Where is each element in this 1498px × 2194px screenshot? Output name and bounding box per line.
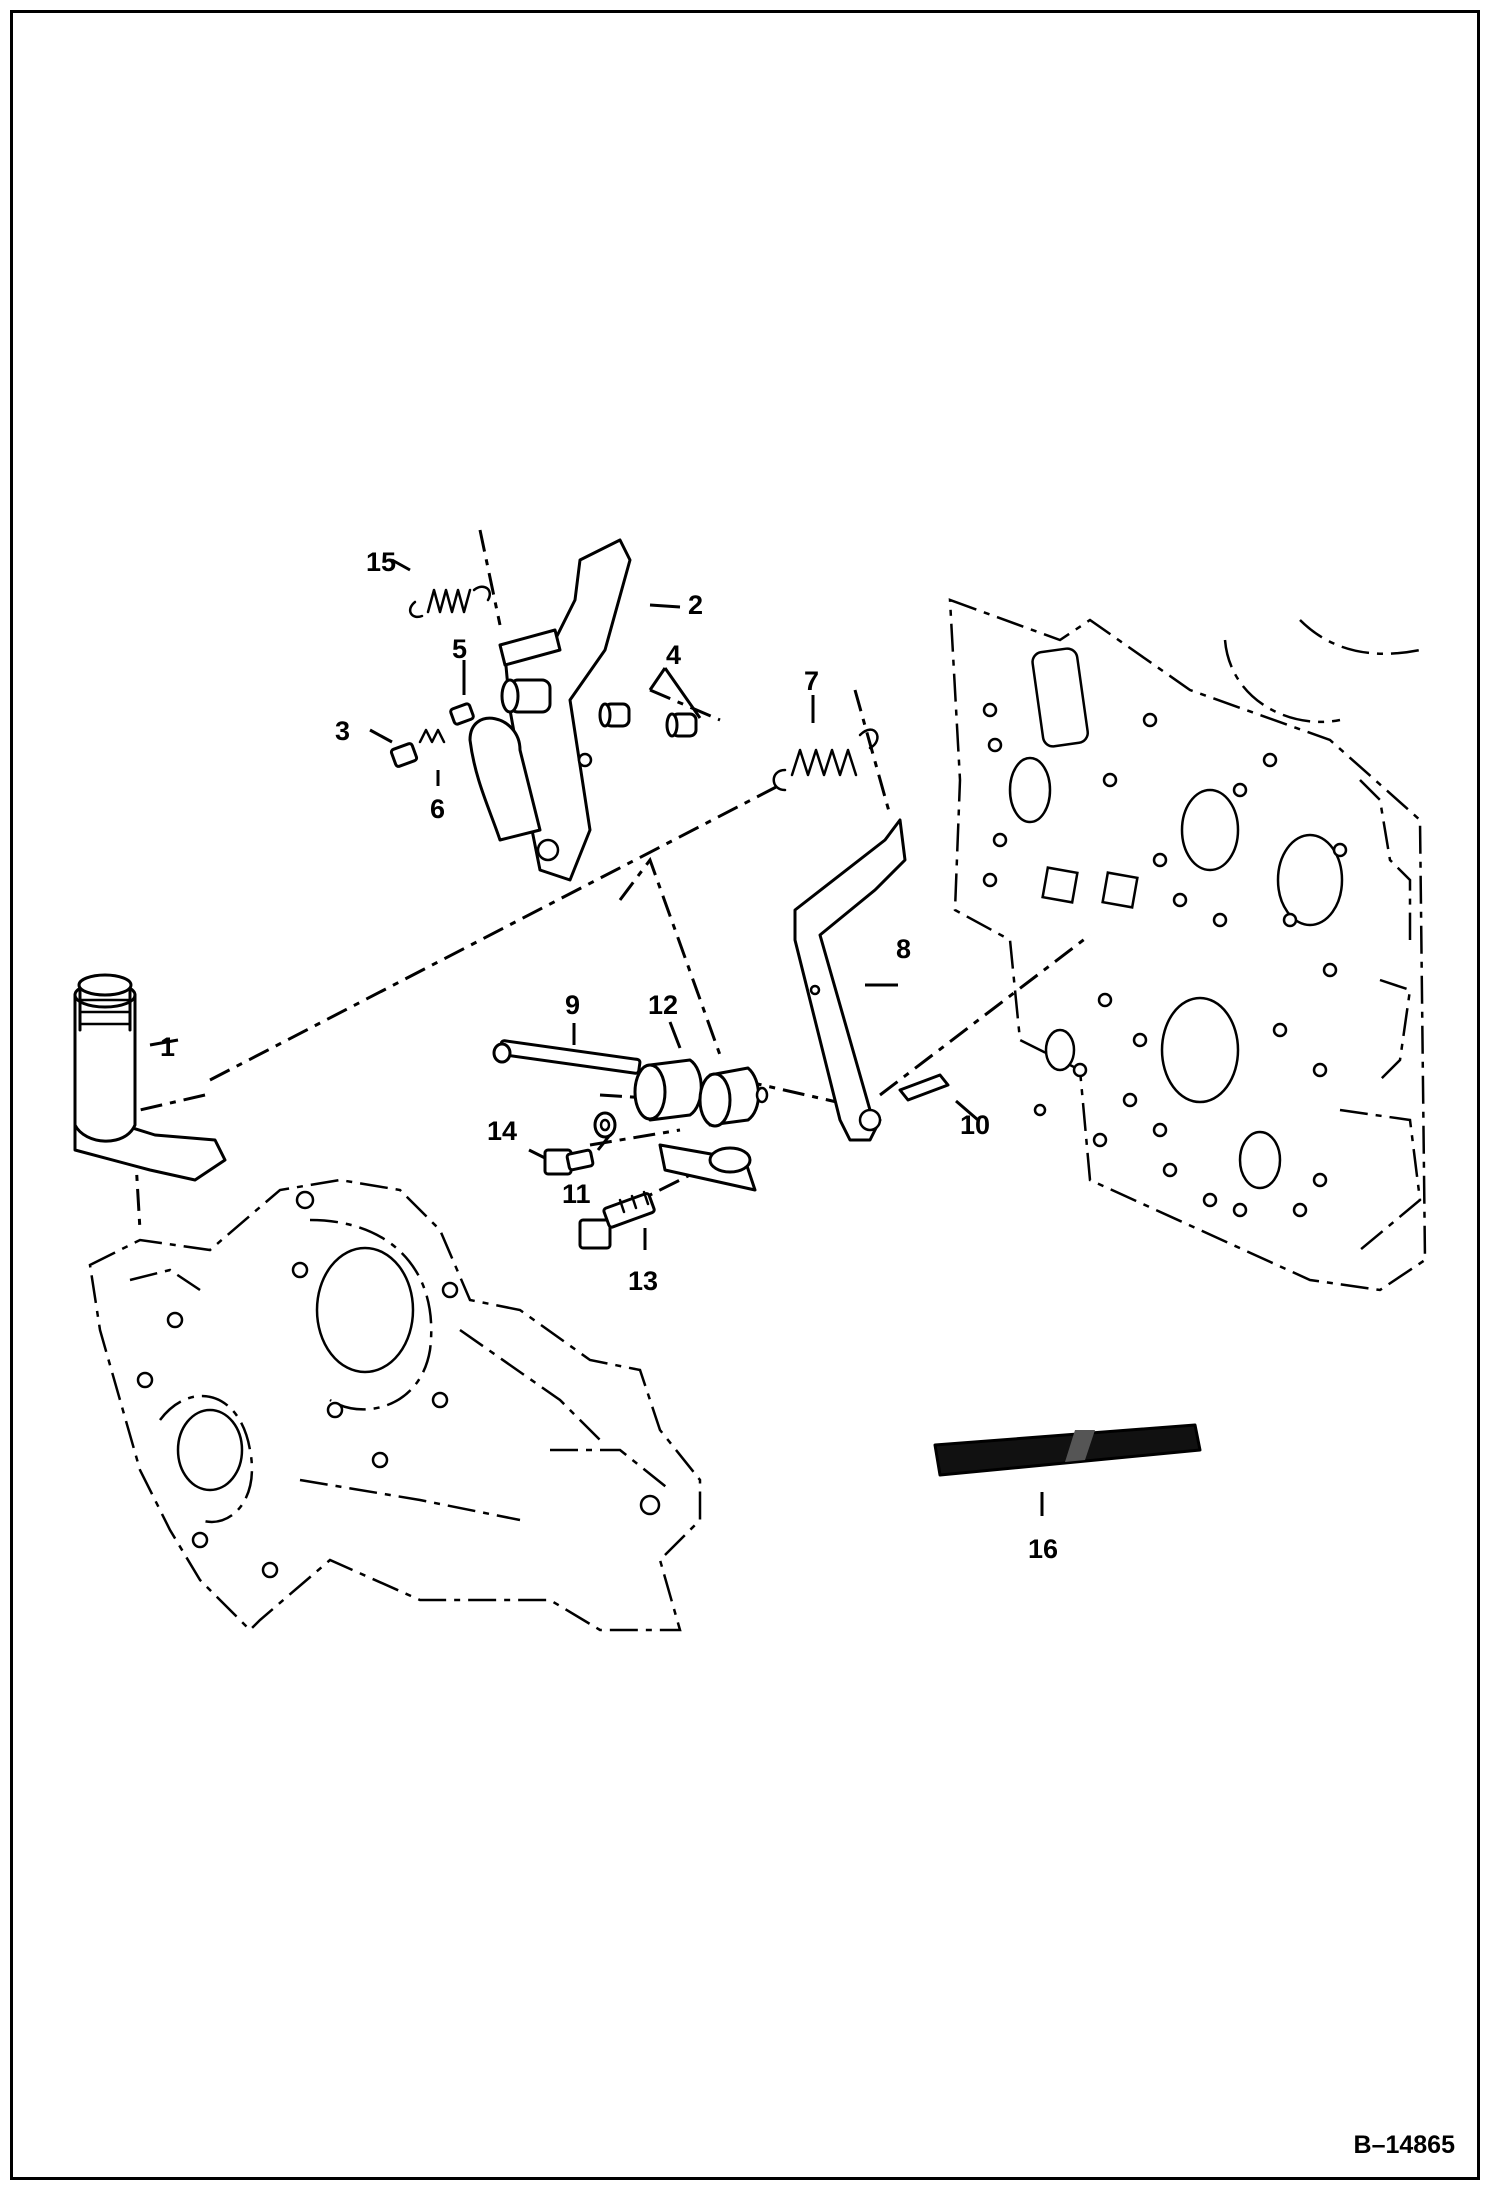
- part-4-screws: [598, 702, 698, 738]
- callout-1: 1: [160, 1032, 175, 1062]
- part-14-bolt: [543, 1148, 595, 1176]
- gear-case-outline: [88, 1178, 702, 1632]
- callout-labels: 1 2 3 4 5 6 7 8 9 10 11 12 13 14 15 16: [160, 547, 1058, 1564]
- part-6-spring-small: [418, 728, 446, 744]
- callout-12: 12: [648, 990, 678, 1020]
- callout-2: 2: [688, 590, 703, 620]
- callout-4: 4: [666, 640, 681, 670]
- part-10-pin: [898, 1073, 950, 1102]
- part-1-lever-shaft: [73, 973, 227, 1182]
- part-7-spring: [772, 728, 879, 792]
- part-5-pin: [449, 702, 475, 726]
- callout-9: 9: [565, 990, 580, 1020]
- gear-case-bolt-holes: [136, 1190, 661, 1579]
- part-15-spring: [408, 585, 491, 619]
- callout-7: 7: [804, 666, 819, 696]
- engine-bolt-holes: [982, 702, 1348, 1218]
- part-3-set-screw: [389, 742, 419, 768]
- reference-code: B–14865: [1354, 2131, 1456, 2159]
- callout-10: 10: [960, 1110, 990, 1140]
- callout-15: 15: [366, 547, 396, 577]
- part-12-blocks: [633, 1058, 769, 1192]
- part-2-bracket-lever: [468, 538, 632, 882]
- leader-lines: [149, 558, 1044, 1516]
- callout-14: 14: [487, 1116, 517, 1146]
- callout-16: 16: [1028, 1534, 1058, 1564]
- callout-5: 5: [452, 634, 467, 664]
- part-11-washer: [593, 1111, 617, 1139]
- callout-6: 6: [430, 794, 445, 824]
- callout-13: 13: [628, 1266, 658, 1296]
- engine-block-outline: [948, 598, 1427, 1292]
- callout-3: 3: [335, 716, 350, 746]
- part-9-long-bolt: [492, 1039, 642, 1075]
- callout-11: 11: [562, 1179, 591, 1209]
- part-13-bolt: [578, 1190, 656, 1250]
- callout-8: 8: [896, 934, 911, 964]
- part-8-arm-lever: [793, 818, 907, 1142]
- part-16-gasket-strip: [933, 1423, 1202, 1477]
